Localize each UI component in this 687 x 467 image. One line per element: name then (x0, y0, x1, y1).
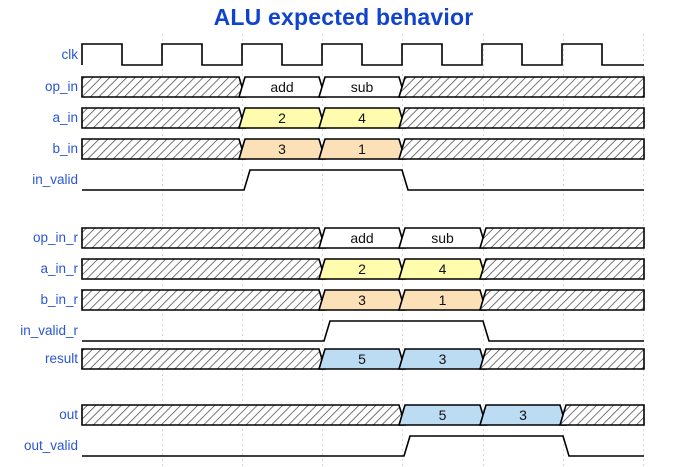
bus-value-b_in-1: 3 (278, 141, 286, 157)
signal-label-a_in: a_in (52, 110, 78, 125)
signal-label-op_in_r: op_in_r (32, 230, 78, 245)
bus-cell-a_in-3 (397, 107, 645, 129)
signal-row-clk (81, 43, 644, 66)
bus-value-a_in_r-1: 2 (358, 261, 366, 277)
bus-value-op_in_r-2: sub (431, 230, 454, 246)
bus-value-a_in_r-2: 4 (439, 261, 447, 277)
signal-label-out: out (59, 407, 78, 422)
bus-value-result-1: 5 (358, 351, 366, 367)
bus-cell-a_in_r-3 (478, 258, 645, 280)
signal-row-op_in_r: add sub (81, 227, 645, 249)
bus-cell-out-0 (81, 404, 407, 426)
logic-waveform-in_valid_r (82, 320, 644, 342)
logic-waveform-out_valid (82, 435, 644, 457)
bus-cell-op_in_r-0 (81, 227, 327, 249)
bus-cell-result-0 (81, 348, 327, 370)
gridlines-group (162, 34, 644, 467)
bus-value-op_in-2: sub (351, 79, 374, 95)
bus-cell-op_in-3 (397, 76, 645, 98)
bus-value-b_in-2: 1 (358, 141, 366, 157)
signal-label-in_valid: in_valid (32, 172, 78, 187)
signal-label-out_valid: out_valid (23, 438, 78, 453)
bus-value-op_in_r-1: add (350, 230, 373, 246)
bus-cell-op_in-0 (81, 76, 247, 98)
signal-label-in_valid_r: in_valid_r (20, 323, 78, 338)
page-title: ALU expected behavior (213, 4, 474, 30)
bus-value-b_in_r-1: 3 (358, 292, 366, 308)
signal-label-b_in_r: b_in_r (40, 292, 78, 307)
bus-cell-result-3 (478, 348, 645, 370)
logic-waveform-in_valid (82, 169, 644, 191)
bus-cell-b_in_r-3 (478, 289, 645, 311)
bus-value-op_in-1: add (270, 79, 293, 95)
bus-value-out-2: 3 (519, 407, 527, 423)
bus-cell-b_in-3 (397, 138, 645, 160)
signal-label-op_in: op_in (44, 79, 78, 94)
clock-waveform (81, 43, 644, 66)
bus-value-result-2: 3 (439, 351, 447, 367)
bus-cell-b_in_r-0 (81, 289, 327, 311)
bus-cell-b_in-0 (81, 138, 247, 160)
bus-cell-a_in-0 (81, 107, 247, 129)
signal-label-a_in_r: a_in_r (40, 261, 78, 276)
signal-row-out_valid (82, 435, 644, 457)
bus-value-b_in_r-2: 1 (439, 292, 447, 308)
signal-row-in_valid_r (82, 320, 644, 342)
bus-cell-a_in_r-0 (81, 258, 327, 280)
signal-row-in_valid (82, 169, 644, 191)
bus-cell-op_in_r-3 (478, 227, 645, 249)
signal-label-b_in: b_in (52, 141, 78, 156)
bus-value-a_in-2: 4 (358, 110, 366, 126)
bus-value-out-1: 5 (439, 407, 447, 423)
signal-label-result: result (44, 351, 78, 366)
signal-label-clk: clk (61, 46, 79, 62)
signal-row-op_in: add sub (81, 76, 645, 98)
bus-cell-out-3 (558, 404, 645, 426)
bus-value-a_in-1: 2 (278, 110, 286, 126)
